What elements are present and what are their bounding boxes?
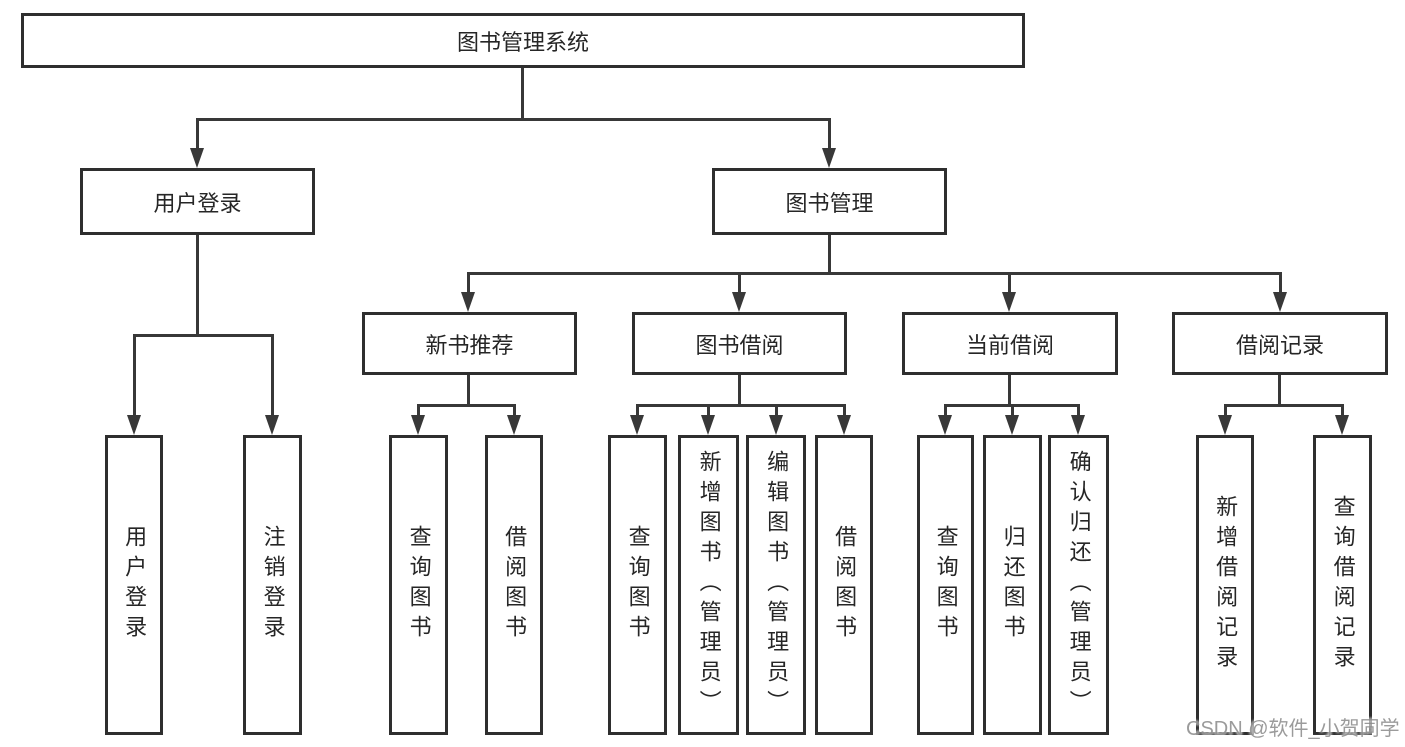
connector-borrowing-child2 [707,404,710,417]
connector-current-child2 [1011,404,1014,417]
leaf-borrow-books-borrowing: 借阅图书 [815,435,873,735]
connector-borrowing-child4 [843,404,846,417]
connector-records-stem [1278,375,1281,406]
connector-current-child3 [1077,404,1080,417]
node-user-login: 用户登录 [80,168,315,235]
leaf-label: 注销登录 [260,525,286,645]
arrowhead-recommend-child2 [507,415,521,435]
arrowhead-borrowing-child1 [630,415,644,435]
connector-to-records [1279,272,1282,294]
leaf-label: 新增借阅记录 [1213,495,1239,675]
connector-book-management-stem [828,235,831,274]
connector-root-branch [196,118,831,121]
leaf-query-borrow-record: 查询借阅记录 [1313,435,1372,735]
node-book-management: 图书管理 [712,168,947,235]
connector-current-child1 [944,404,947,417]
leaf-add-books-admin: 新增图书（管理员） [678,435,739,735]
connector-borrowing-branch [636,404,846,407]
arrowhead-leaf-user-login [127,415,141,435]
connector-records-child1 [1224,404,1227,417]
csdn-watermark: CSDN @软件_小贺同学 [1186,718,1400,740]
arrowhead-user-login [190,148,204,168]
leaf-add-borrow-record: 新增借阅记录 [1196,435,1254,735]
leaf-confirm-return-admin: 确认归还（管理员） [1048,435,1109,735]
connector-borrowing-child1 [636,404,639,417]
leaf-query-books-borrowing: 查询图书 [608,435,667,735]
node-borrowing-records: 借阅记录 [1172,312,1388,375]
arrowhead-borrowing [732,292,746,312]
connector-to-leaf-logout [271,334,274,417]
arrowhead-borrowing-child2 [701,415,715,435]
leaf-label: 用户登录 [122,525,148,645]
leaf-query-books-current: 查询图书 [917,435,974,735]
node-label: 用户登录 [153,190,242,216]
node-new-book-recommendation: 新书推荐 [362,312,577,375]
leaf-label: 新增图书（管理员） [696,450,722,720]
connector-user-login-branch [133,334,274,337]
connector-to-recommend [467,272,470,294]
arrowhead-borrowing-child4 [837,415,851,435]
leaf-label: 借阅图书 [832,525,858,645]
arrowhead-recommend [461,292,475,312]
connector-borrowing-stem [738,375,741,406]
leaf-label: 查询借阅记录 [1330,495,1356,675]
node-label: 新书推荐 [425,332,514,358]
connector-recommend-child2 [513,404,516,417]
arrowhead-book-management [822,148,836,168]
arrowhead-records-child2 [1335,415,1349,435]
leaf-label: 编辑图书（管理员） [764,450,790,720]
arrowhead-leaf-logout [265,415,279,435]
connector-borrowing-child3 [775,404,778,417]
node-label: 图书管理系统 [456,29,589,55]
node-current-borrowing: 当前借阅 [902,312,1118,375]
leaf-label: 查询图书 [406,525,432,645]
connector-to-user-login [196,118,199,152]
leaf-label: 查询图书 [625,525,651,645]
connector-to-book-management [828,118,831,152]
node-label: 图书借阅 [695,332,784,358]
node-label: 图书管理 [785,190,874,216]
connector-recommend-branch [417,404,516,407]
arrowhead-current-child3 [1071,415,1085,435]
connector-root-stem [521,68,524,118]
leaf-user-login: 用户登录 [105,435,163,735]
leaf-return-books: 归还图书 [983,435,1042,735]
arrowhead-records-child1 [1218,415,1232,435]
node-library-management-system: 图书管理系统 [21,13,1025,68]
node-book-borrowing: 图书借阅 [632,312,847,375]
leaf-logout: 注销登录 [243,435,302,735]
leaf-label: 查询图书 [933,525,959,645]
connector-book-management-branch [467,272,1281,275]
connector-recommend-child1 [417,404,420,417]
connector-current-stem [1008,375,1011,406]
arrowhead-recommend-child1 [411,415,425,435]
connector-recommend-stem [467,375,470,406]
connector-records-branch [1224,404,1344,407]
connector-user-login-stem [196,235,199,336]
arrowhead-current-child1 [938,415,952,435]
arrowhead-records [1273,292,1287,312]
connector-to-borrowing [738,272,741,294]
node-label: 借阅记录 [1235,332,1324,358]
node-label: 当前借阅 [965,332,1054,358]
leaf-edit-books-admin: 编辑图书（管理员） [746,435,806,735]
connector-to-leaf-user-login [133,334,136,417]
leaf-label: 借阅图书 [502,525,528,645]
leaf-label: 归还图书 [1000,525,1026,645]
arrowhead-current-child2 [1005,415,1019,435]
leaf-label: 确认归还（管理员） [1066,450,1092,720]
leaf-query-books-recommend: 查询图书 [389,435,448,735]
leaf-borrow-books-recommend: 借阅图书 [485,435,543,735]
connector-to-current [1008,272,1011,294]
arrowhead-borrowing-child3 [769,415,783,435]
connector-records-child2 [1341,404,1344,417]
arrowhead-current [1002,292,1016,312]
